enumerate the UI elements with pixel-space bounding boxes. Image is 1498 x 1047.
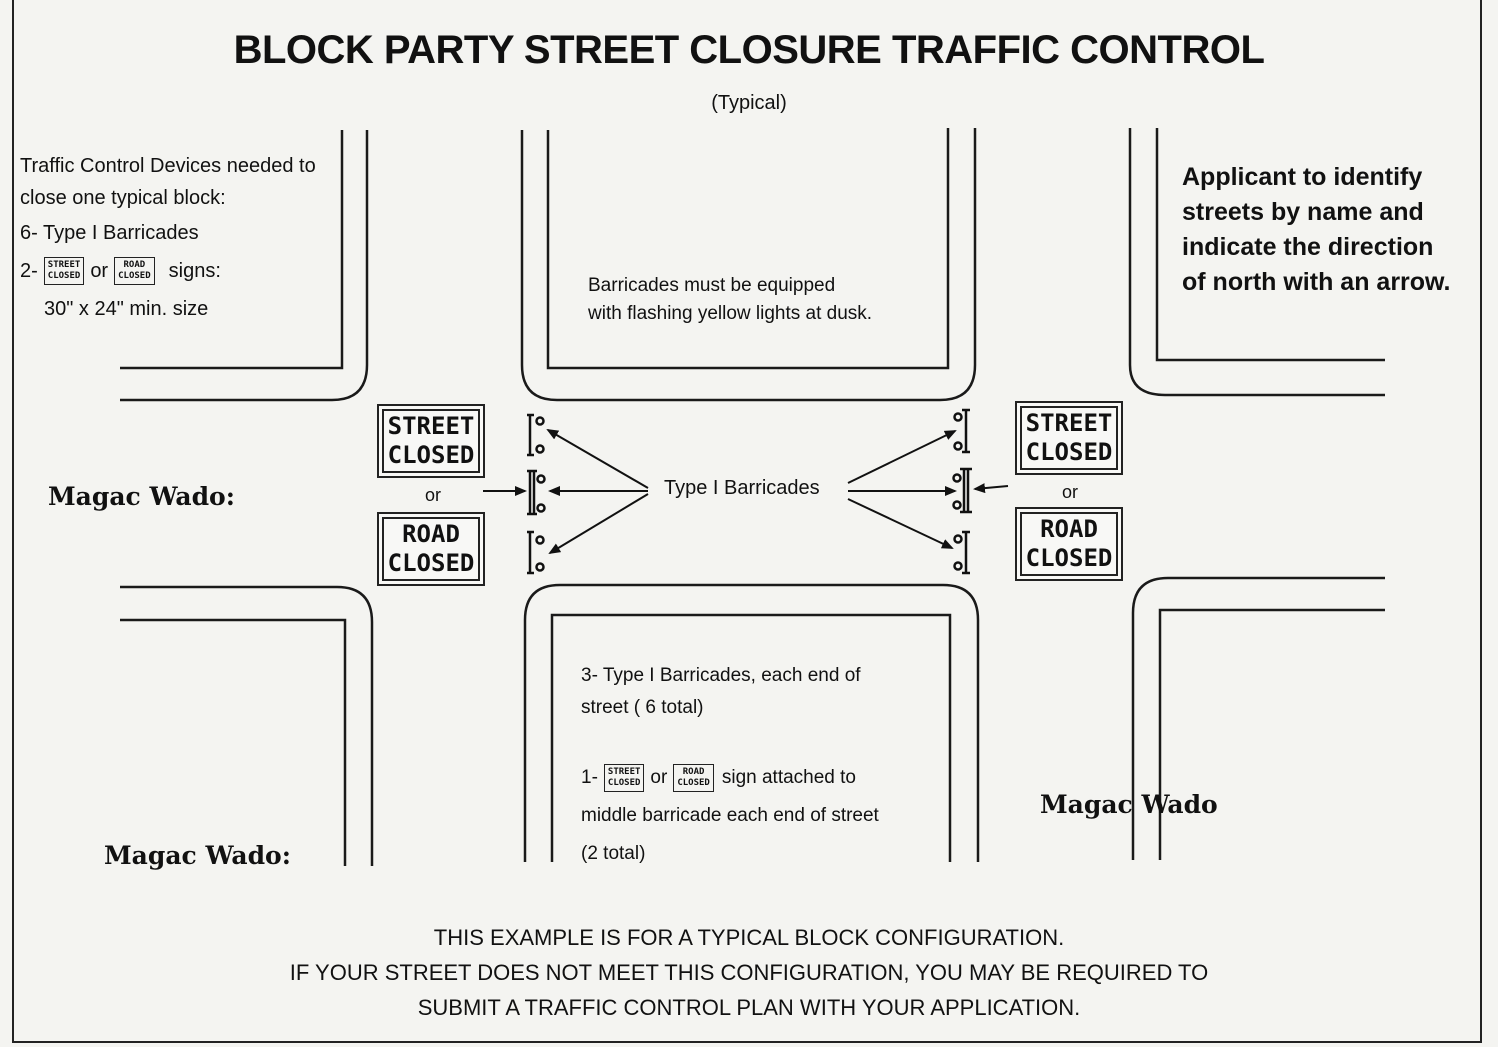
- diagram-frame: [12, 0, 1482, 1043]
- applicant-line: indicate the direction: [1182, 233, 1434, 261]
- barricade-icon: [953, 408, 970, 454]
- lights-line: with flashing yellow lights at dusk.: [588, 303, 873, 324]
- s-block-curb: [523, 583, 980, 862]
- se-block-curb: [1131, 576, 1385, 860]
- sw-block-curb: [120, 585, 374, 866]
- applicant-line: of north with an arrow.: [1182, 268, 1451, 296]
- n-block-inner: [546, 128, 950, 370]
- diagram-title: BLOCK PARTY STREET CLOSURE TRAFFIC CONTR…: [233, 28, 1265, 72]
- signs-text: signs:: [168, 260, 221, 282]
- requirement-line: middle barricade each end of street: [581, 805, 879, 826]
- sw-block-inner: [120, 618, 347, 866]
- barricade-label: Type I Barricades: [664, 477, 820, 499]
- or-text: or: [650, 767, 668, 788]
- ne-block-curb: [1128, 128, 1385, 397]
- barricade-icon: [527, 413, 545, 457]
- road-closed-sign-east: ROAD CLOSED: [1015, 507, 1123, 581]
- devices-line: Traffic Control Devices needed to: [20, 155, 316, 177]
- requirement-line: street ( 6 total): [581, 697, 704, 718]
- or-text: or: [424, 485, 441, 505]
- ne-block-inner: [1155, 128, 1385, 362]
- street-closed-sign-east: STREET CLOSED: [1015, 401, 1123, 475]
- n-block-curb: [520, 128, 977, 402]
- disclaimer-line: SUBMIT A TRAFFIC CONTROL PLAN WITH YOUR …: [417, 995, 1081, 1020]
- or-text: or: [90, 260, 109, 282]
- barricade-requirements-note: 3- Type I Barricades, each end of street…: [581, 660, 879, 870]
- road-closed-sign-west: ROAD CLOSED: [377, 512, 485, 586]
- disclaimer-line: THIS EXAMPLE IS FOR A TYPICAL BLOCK CONF…: [433, 925, 1065, 950]
- devices-line: 6- Type I Barricades: [20, 222, 199, 244]
- requirement-line: (2 total): [581, 843, 646, 864]
- devices-line: close one typical block:: [20, 187, 226, 209]
- or-text: or: [1061, 482, 1078, 502]
- barricades-east: [952, 408, 972, 575]
- disclaimer-line: IF YOUR STREET DOES NOT MEET THIS CONFIG…: [289, 960, 1209, 985]
- flashing-lights-note: Barricades must be equipped with flashin…: [588, 272, 872, 328]
- street-name-label-southeast: Magac Wado: [1040, 790, 1218, 819]
- diagram-subtitle: (Typical): [711, 92, 787, 114]
- street-name-label-southwest: Magac Wado:: [104, 841, 291, 870]
- barricade-icon: [953, 530, 970, 575]
- applicant-line: Applicant to identify: [1182, 163, 1423, 191]
- devices-count: 2-: [20, 260, 38, 282]
- barricades-west: [527, 413, 546, 575]
- street-name-label-west: Magac Wado:: [48, 482, 235, 511]
- nw-block-inner: [120, 130, 344, 370]
- applicant-note: Applicant to identify streets by name an…: [1182, 160, 1451, 300]
- configuration-disclaimer: THIS EXAMPLE IS FOR A TYPICAL BLOCK CONF…: [0, 920, 1498, 1025]
- pointer-arrows: [483, 428, 1009, 555]
- barricade-icon: [952, 467, 972, 514]
- lights-line: Barricades must be equipped: [588, 275, 836, 296]
- nw-block-curb: [120, 130, 369, 402]
- barricade-icon: [527, 469, 546, 516]
- sign-size-line: 30" x 24" min. size: [44, 298, 209, 320]
- requirement-line: 3- Type I Barricades, each end of: [581, 665, 861, 686]
- devices-needed-note: Traffic Control Devices needed to close …: [20, 150, 316, 328]
- applicant-line: streets by name and: [1182, 198, 1424, 226]
- street-closed-sign-west: STREET CLOSED: [377, 404, 485, 478]
- s-block-inner: [550, 613, 952, 862]
- sign-attached-text: sign attached to: [721, 767, 856, 788]
- barricade-icon: [527, 530, 545, 575]
- se-block-inner: [1158, 608, 1385, 860]
- sign-count: 1-: [581, 767, 598, 788]
